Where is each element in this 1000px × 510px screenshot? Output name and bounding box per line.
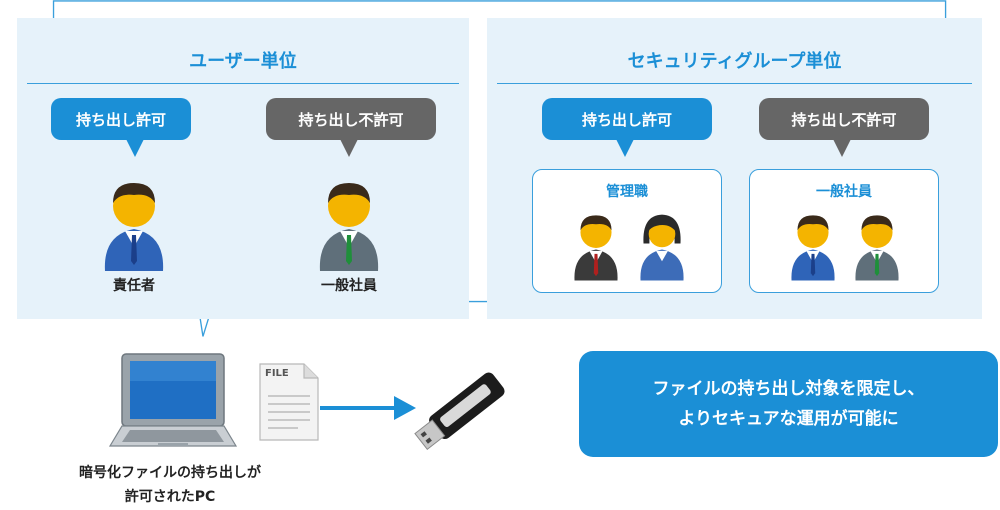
manager-person-icon <box>104 183 164 271</box>
summary-line2: よりセキュアな運用が可能に <box>678 409 899 429</box>
user-unit-title: ユーザー単位 <box>189 51 297 72</box>
file-document-icon <box>259 363 319 441</box>
staff-group-box: 一般社員 <box>749 169 939 293</box>
security-group-divider <box>497 83 972 84</box>
pc-caption: 暗号化ファイルの持ち出しが 許可されたPC <box>60 461 280 509</box>
user-allowed-bubble: 持ち出し許可 <box>51 98 191 157</box>
pc-caption-line2: 許可されたPC <box>124 489 216 505</box>
usb-drive-icon <box>414 372 505 451</box>
file-icon-label: FILE <box>265 368 289 379</box>
user-unit-divider <box>27 83 459 84</box>
staff-group-title: 一般社員 <box>816 184 872 200</box>
staff-label: 一般社員 <box>321 278 377 294</box>
pc-caption-line1: 暗号化ファイルの持ち出しが <box>79 465 261 481</box>
managers-group-title: 管理職 <box>606 184 648 200</box>
group-allowed-bubble-label: 持ち出し許可 <box>581 110 672 129</box>
summary-box: ファイルの持ち出し対象を限定し、 よりセキュアな運用が可能に <box>579 351 998 457</box>
group-denied-bubble: 持ち出し不許可 <box>759 98 929 157</box>
group-denied-bubble-label: 持ち出し不許可 <box>791 110 897 129</box>
manager-man-icon <box>574 215 618 281</box>
laptop-icon <box>108 353 238 447</box>
staff-man-gray-icon <box>855 215 899 281</box>
file-icon: FILE <box>258 362 320 442</box>
staff-man-blue-icon <box>791 215 835 281</box>
user-denied-bubble-label: 持ち出し不許可 <box>298 110 404 129</box>
user-denied-bubble: 持ち出し不許可 <box>266 98 436 157</box>
transfer-arrow-icon <box>320 396 416 420</box>
group-allowed-bubble: 持ち出し許可 <box>542 98 712 157</box>
manager-label: 責任者 <box>113 278 155 294</box>
managers-group-box: 管理職 <box>532 169 722 293</box>
security-group-panel: セキュリティグループ単位 持ち出し許可 持ち出し不許可 管理職 一般社員 <box>487 18 982 319</box>
security-group-title: セキュリティグループ単位 <box>627 51 842 72</box>
summary-line1: ファイルの持ち出し対象を限定し、 <box>652 379 925 399</box>
staff-person-icon <box>319 183 379 271</box>
user-unit-panel: ユーザー単位 持ち出し許可 持ち出し不許可 責任者 一般社員 <box>17 18 469 319</box>
user-allowed-bubble-label: 持ち出し許可 <box>75 110 166 129</box>
manager-woman-icon <box>640 214 684 281</box>
